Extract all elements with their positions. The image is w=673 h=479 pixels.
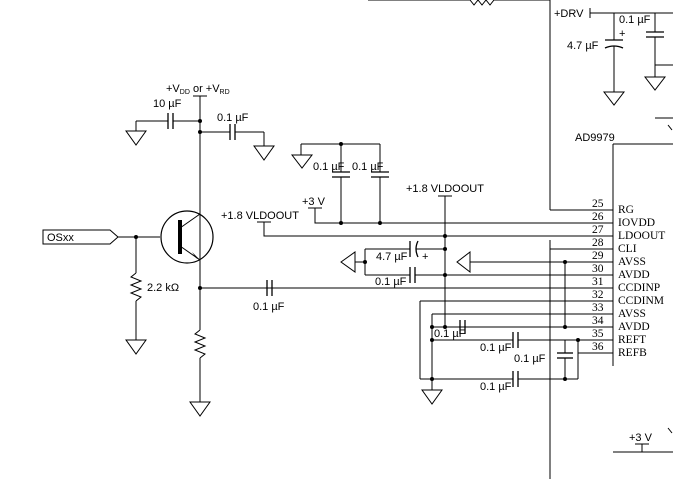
pin-number-31: 31 [592, 276, 604, 288]
v3-label-top: +3 V [302, 196, 326, 208]
c-01u-r1-label: 0.1 µF [434, 328, 466, 340]
c-01u-b-label: 0.1 µF [352, 161, 384, 173]
ground-icon [643, 76, 667, 91]
pin-name-ldoout: LDOOUT [618, 230, 665, 242]
pin-name-ccdinm: CCDINM [618, 295, 664, 307]
iovdd-decoupling: 0.1 µF 0.1 µF [290, 142, 389, 225]
edge-fragments [667, 124, 673, 434]
transistor-icon [160, 200, 214, 288]
pin-name-avss-29: AVSS [618, 256, 646, 268]
c-01u-r4-label: 0.1 µF [480, 381, 512, 393]
pin-name-cli: CLI [618, 243, 637, 255]
osxx-input: OSxx 2.2 kΩ [42, 229, 179, 355]
r-22k-label: 2.2 kΩ [147, 282, 179, 294]
osxx-label: OSxx [47, 232, 74, 244]
pin-name-refb: REFB [618, 347, 647, 359]
chip-ad9979: AD9979 [549, 0, 673, 479]
pin-name-avss-33: AVSS [618, 308, 646, 320]
c-10u-label: 10 µF [153, 98, 182, 110]
ground-icon [290, 154, 314, 169]
c-01u-top-label: 0.1 µF [217, 112, 249, 124]
c-drv-01u-label: 0.1 µF [619, 14, 651, 26]
v3-label-bottom: +3 V [629, 432, 653, 444]
vdd-supply: +VDD or +VRD 10 µF 0.1 µF [125, 83, 275, 288]
pin-number-33: 33 [592, 302, 604, 314]
pin-number-35: 35 [592, 328, 604, 340]
ground-icon [189, 401, 211, 417]
pin-number-25: 25 [592, 198, 604, 210]
ground-icon [421, 389, 443, 405]
pin-name-avdd-34: AVDD [618, 321, 650, 333]
c-01u-r3-label: 0.1 µF [514, 353, 546, 365]
ground-icon [125, 130, 147, 146]
pin-name-reft: REFT [618, 334, 646, 346]
c-47u-mid-label: 4.7 µF [376, 251, 408, 263]
drv-label: +DRV [554, 8, 584, 20]
ldoout-network: 4.7 µF + 0.1 µF [340, 196, 471, 329]
ground-icon [602, 91, 626, 106]
vldoout-right-label: +1.8 VLDOOUT [406, 183, 484, 195]
pin-number-29: 29 [592, 250, 604, 262]
c-47u-mid-plus: + [422, 251, 428, 263]
pin-name-avdd-30: AVDD [618, 269, 650, 281]
c-01u-r2-label: 0.1 µF [480, 342, 512, 354]
top-fragment [368, 0, 550, 6]
vldoout-left-label: +1.8 VLDOOUT [221, 210, 299, 222]
pin-number-34: 34 [592, 315, 604, 327]
emitter-path: 0.1 µF [189, 280, 285, 417]
pin-number-32: 32 [592, 289, 604, 301]
drv-network: +DRV 4.7 µF + 0.1 µF [554, 8, 673, 119]
pin-name-iovdd: IOVDD [618, 217, 655, 229]
ground-icon [340, 251, 356, 273]
c-01u-mid-label: 0.1 µF [375, 276, 407, 288]
ground-icon [456, 250, 471, 274]
chip-name: AD9979 [575, 132, 615, 144]
reference-caps: 0.1 µF 0.1 µF 0.1 µF 0.1 µF [419, 260, 580, 405]
pin-number-27: 27 [592, 224, 604, 236]
pin-wires [200, 208, 613, 354]
c-couple-label: 0.1 µF [253, 301, 285, 313]
ground-icon [125, 339, 147, 355]
pin-name-ccdinp: CCDINP [618, 282, 660, 294]
c-01u-a-label: 0.1 µF [313, 161, 345, 173]
c-drv-plus: + [619, 28, 625, 40]
c-drv-47u-label: 4.7 µF [567, 40, 599, 52]
pin-number-26: 26 [592, 211, 604, 223]
pin-name-rg: RG [618, 204, 634, 216]
vdd-label: +VDD or +VRD [166, 83, 230, 96]
chip-pins: 25 RG 26 IOVDD 27 LDOOUT 28 CLI 29 AVSS … [592, 198, 665, 359]
ground-icon [253, 145, 275, 161]
pin-number-30: 30 [592, 263, 604, 275]
pin-number-28: 28 [592, 237, 604, 249]
supply-labels: +3 V +1.8 VLDOOUT +1.8 VLDOOUT +3 V [221, 183, 653, 452]
pin-number-36: 36 [592, 341, 604, 353]
